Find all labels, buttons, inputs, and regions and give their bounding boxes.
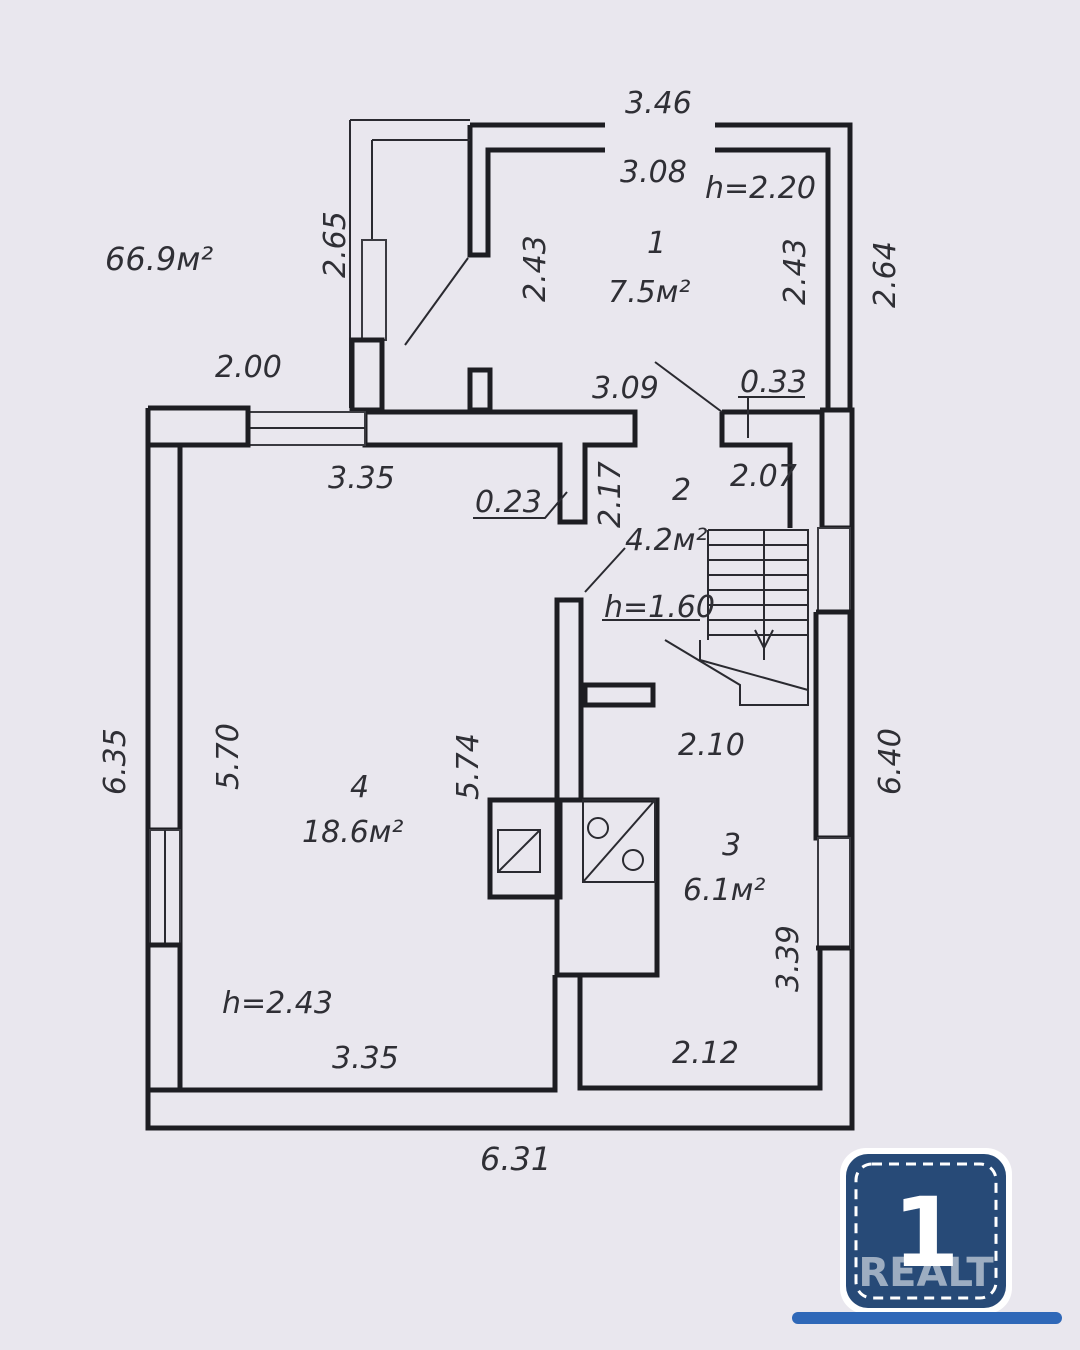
- dim-room4-right: 5.74: [451, 733, 486, 800]
- outer-wall-main: [145, 407, 855, 1131]
- staircase: [664, 529, 809, 706]
- dim-room1-right: 2.43: [778, 238, 813, 305]
- room2-number: 2: [672, 473, 691, 508]
- room1-number: 1: [647, 226, 666, 261]
- logo-number: 1: [893, 1177, 960, 1289]
- dim-217: 2.17: [593, 461, 628, 528]
- outer-wall-room1: [715, 122, 853, 410]
- walls: [145, 119, 855, 1131]
- dim-309: 3.09: [592, 371, 659, 406]
- dim-033: 0.33: [740, 365, 807, 400]
- dim-left-upper-outer: 2.65: [318, 211, 353, 278]
- total-area-label: 66.9м²: [105, 240, 213, 278]
- room4-area: 18.6м²: [302, 815, 403, 850]
- room4-number: 4: [350, 770, 369, 805]
- realt-logo: 1 REALT: [840, 1148, 1012, 1314]
- dim-right-outer: 6.40: [873, 728, 908, 795]
- room2-area: 4.2м²: [625, 523, 707, 558]
- logo-underline: [792, 1312, 1062, 1324]
- dim-right-upper-outer: 2.64: [868, 241, 903, 308]
- dim-room3-height: 3.39: [771, 925, 806, 992]
- partition-wall-top: [362, 409, 638, 525]
- logo-dashed-border: [854, 1162, 998, 1300]
- dim-top-outer: 3.46: [625, 86, 692, 121]
- dim-bottom-outer: 6.31: [480, 1140, 551, 1178]
- dim-room4-left: 5.70: [211, 723, 246, 790]
- room3-number: 3: [722, 828, 741, 863]
- dim-porch-width: 2.00: [215, 350, 282, 385]
- dim-room4-bottom: 3.35: [332, 1041, 399, 1076]
- dim-room1-left: 2.43: [518, 235, 553, 302]
- room3-area: 6.1м²: [683, 873, 765, 908]
- room2-height: h=1.60: [604, 590, 715, 625]
- room4-height: h=2.43: [222, 986, 333, 1021]
- dim-room4-top: 3.35: [328, 461, 395, 496]
- dim-room1-width: 3.08: [620, 155, 687, 190]
- room1-height: h=2.20: [705, 171, 816, 206]
- dim-room3-bottom: 2.12: [672, 1036, 739, 1071]
- stove: [487, 797, 563, 900]
- dim-room3-top: 2.10: [678, 728, 745, 763]
- logo-brand-watermark: REALT: [858, 1250, 994, 1296]
- room1-area: 7.5м²: [608, 275, 690, 310]
- dim-023: 0.23: [475, 485, 542, 520]
- dim-left-outer: 6.35: [98, 728, 133, 795]
- porch-window: [361, 239, 387, 341]
- dim-room2-width: 2.07: [730, 459, 797, 494]
- room3-window: [817, 837, 851, 949]
- room2-window: [817, 527, 851, 613]
- logo-badge: [846, 1154, 1006, 1308]
